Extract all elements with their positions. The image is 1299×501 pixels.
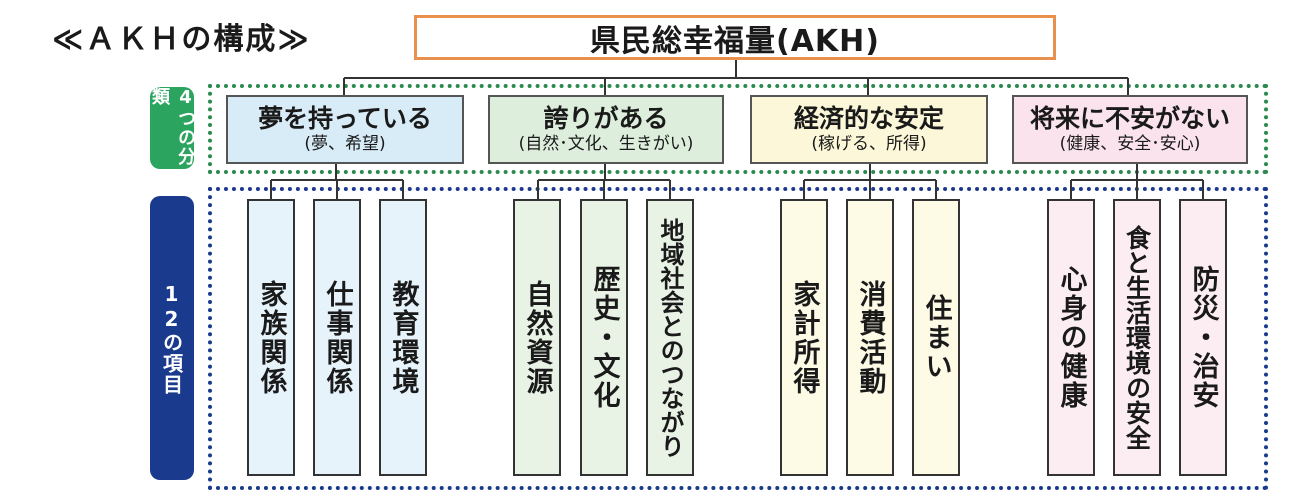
- item-box: 家計所得: [780, 199, 828, 476]
- item-box: 防災・治安: [1179, 199, 1227, 476]
- side-label-categories: 4つの分類: [149, 87, 196, 169]
- item-label: 食と生活環境の安全: [1122, 225, 1152, 450]
- category-title: 将来に不安がない: [1029, 103, 1230, 133]
- root-node-label: 県民総幸福量(AKH): [590, 23, 880, 59]
- item-box: 心身の健康: [1047, 199, 1095, 476]
- category-title: 経済的な安定: [793, 103, 944, 133]
- category-subtitle: (自然･文化、生きがい): [518, 134, 694, 155]
- item-box: 住まい: [912, 199, 960, 476]
- item-box: 家族関係: [247, 199, 295, 476]
- item-box: 仕事関係: [313, 199, 361, 476]
- item-label: 地域社会とのつながり: [656, 217, 684, 458]
- item-label: 消費活動: [854, 279, 886, 396]
- item-label: 心身の健康: [1055, 265, 1087, 410]
- side-label-categories-text: 4つの分類: [149, 87, 196, 166]
- category-subtitle: (夢、希望): [304, 134, 386, 155]
- category-subtitle: (稼げる、所得): [811, 134, 927, 155]
- item-box: 消費活動: [846, 199, 894, 476]
- item-label: 住まい: [920, 294, 952, 381]
- item-label: 歴史・文化: [588, 265, 620, 410]
- category-box-pride: 誇りがある (自然･文化、生きがい): [488, 95, 724, 164]
- item-label: 自然資源: [521, 279, 553, 396]
- item-box: 自然資源: [513, 199, 561, 476]
- item-label: 家族関係: [255, 279, 287, 396]
- category-box-security: 将来に不安がない (健康、安全･安心): [1012, 95, 1248, 164]
- categories-dotted-frame: [208, 84, 1268, 174]
- side-label-items: 12の項目: [150, 196, 194, 480]
- side-label-items-text: 12の項目: [159, 281, 184, 395]
- item-box: 歴史・文化: [580, 199, 628, 476]
- item-label: 家計所得: [788, 279, 820, 396]
- item-label: 仕事関係: [321, 279, 353, 396]
- category-title: 夢を持っている: [258, 103, 432, 133]
- item-box: 食と生活環境の安全: [1113, 199, 1161, 476]
- items-dotted-frame: [208, 187, 1268, 490]
- category-title: 誇りがある: [543, 103, 669, 133]
- item-label: 防災・治安: [1187, 265, 1219, 410]
- category-box-economy: 経済的な安定 (稼げる、所得): [750, 95, 988, 164]
- root-node: 県民総幸福量(AKH): [414, 15, 1056, 60]
- item-label: 教育環境: [387, 279, 419, 396]
- diagram-heading: ≪ＡＫＨの構成≫: [52, 22, 311, 57]
- category-box-dream: 夢を持っている (夢、希望): [226, 95, 464, 164]
- item-box: 教育環境: [379, 199, 427, 476]
- category-subtitle: (健康、安全･安心): [1059, 134, 1201, 155]
- item-box: 地域社会とのつながり: [646, 199, 694, 476]
